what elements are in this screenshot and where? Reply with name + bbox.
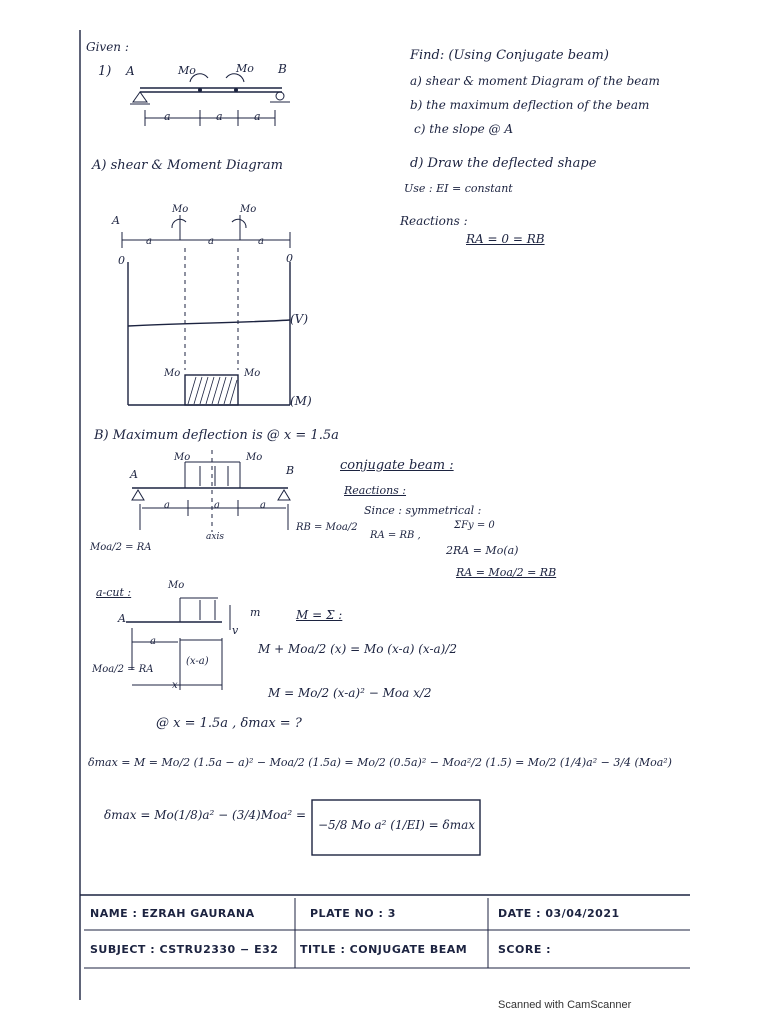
delta-line-2: δmax = Mo(1/8)a² − (3/4)Moa² = xyxy=(104,808,307,822)
shear-zero-right: 0 xyxy=(286,252,293,265)
given-point-a: A xyxy=(126,64,135,78)
shear-diagram-seg-2: a xyxy=(208,236,214,247)
conj-ra-equals-rb: RA = RB , xyxy=(370,530,421,541)
conj-mo-left: Mo xyxy=(174,452,191,463)
given-label: Given : xyxy=(86,40,129,54)
given-moment-right: Mo xyxy=(236,62,254,75)
given-point-b: B xyxy=(278,62,287,76)
conj-mo-right: Mo xyxy=(246,452,263,463)
conj-since: Since : symmetrical : xyxy=(364,504,482,517)
cut-at-value: @ x = 1.5a , δmax = ? xyxy=(156,716,302,731)
shear-diagram-seg-1: a xyxy=(146,236,152,247)
conj-point-b: B xyxy=(286,464,295,477)
footer-score: SCORE : xyxy=(498,943,552,956)
conj-beam-label: conjugate beam : xyxy=(340,458,454,473)
delta-line-1: δmax = M = Mo/2 (1.5a − a)² − Moa/2 (1.5… xyxy=(88,756,672,769)
reactions-label: Reactions : xyxy=(400,214,468,228)
cut-mo: Mo xyxy=(168,580,185,591)
find-item-d: d) Draw the deflected shape xyxy=(410,156,597,171)
conj-seg-3: a xyxy=(260,500,266,511)
cut-m-label: m xyxy=(250,606,261,619)
footer-date: DATE : 03/04/2021 xyxy=(498,907,620,920)
scanner-watermark: Scanned with CamScanner xyxy=(498,999,632,1011)
conj-axis-label: axis xyxy=(206,532,224,542)
conj-rb: RB = Moa/2 xyxy=(296,522,358,533)
given-seg-3: a xyxy=(254,110,261,123)
find-item-b: b) the maximum deflection of the beam xyxy=(410,98,650,112)
cut-v-label: v xyxy=(232,624,239,637)
conj-ra-left: Moa/2 = RA xyxy=(90,542,152,553)
cut-ra-label: Moa/2 = RA xyxy=(92,664,154,675)
cut-xa-label: (x-a) xyxy=(186,656,209,667)
shear-moment-diagram xyxy=(121,215,291,406)
given-moment-left: Mo xyxy=(178,64,196,77)
cut-moment-sum: M = Σ : xyxy=(296,608,343,622)
shear-diagram-seg-3: a xyxy=(258,236,264,247)
shear-diagram-label: (V) xyxy=(290,312,309,326)
given-item-number: 1) xyxy=(98,64,112,79)
conjugate-beam-diagram xyxy=(131,450,291,532)
find-title: Find: (Using Conjugate beam) xyxy=(410,48,609,63)
footer-subject: SUBJECT : CSTRU2330 − E32 xyxy=(90,943,279,956)
delta-boxed-answer: −5/8 Mo a² (1/EI) = δmax xyxy=(318,818,476,832)
shear-diagram-point-a: A xyxy=(112,214,120,227)
section-a-title: A) shear & Moment Diagram xyxy=(92,158,283,173)
conj-point-a: A xyxy=(130,468,138,481)
footer-name: NAME : EZRAH GAURANA xyxy=(90,907,255,920)
given-seg-1: a xyxy=(164,110,171,123)
cut-seg-a: a xyxy=(150,636,156,647)
cut-x-label: x xyxy=(172,680,178,691)
find-use: Use : EI = constant xyxy=(404,182,513,195)
conj-eq-2: RA = Moa/2 = RB xyxy=(456,566,557,579)
footer-table xyxy=(84,898,690,969)
given-beam-diagram xyxy=(130,73,290,126)
cut-eq-2: M = Mo/2 (x-a)² − Moa x/2 xyxy=(268,686,432,700)
given-seg-2: a xyxy=(216,110,223,123)
find-item-c: c) the slope @ A xyxy=(414,122,513,136)
find-item-a: a) shear & moment Diagram of the beam xyxy=(410,74,660,88)
conj-seg-2: a xyxy=(214,500,220,511)
cut-free-body-diagram xyxy=(126,597,231,690)
footer-plate: PLATE NO : 3 xyxy=(310,907,396,920)
conj-eq-1: 2RA = Mo(a) xyxy=(446,544,519,557)
shear-diagram-mo-left: Mo xyxy=(172,204,189,215)
moment-diagram-mo-right: Mo xyxy=(244,368,261,379)
conj-reactions-label: Reactions : xyxy=(344,484,407,497)
reactions-equation: RA = 0 = RB xyxy=(466,232,545,246)
cut-eq-1: M + Moa/2 (x) = Mo (x-a) (x-a)/2 xyxy=(258,642,458,656)
shear-diagram-mo-right: Mo xyxy=(240,204,257,215)
conj-seg-1: a xyxy=(164,500,170,511)
moment-diagram-mo-left: Mo xyxy=(164,368,181,379)
section-b-title: B) Maximum deflection is @ x = 1.5a xyxy=(94,428,339,443)
answer-box xyxy=(311,799,481,856)
cut-label: a-cut : xyxy=(96,586,132,599)
footer-title: TITLE : CONJUGATE BEAM xyxy=(300,943,468,956)
cut-point-a: A xyxy=(118,612,126,625)
moment-diagram-label: (M) xyxy=(290,394,312,408)
shear-zero-left: 0 xyxy=(118,254,125,267)
conj-sum-forces: ΣFy = 0 xyxy=(454,520,495,531)
